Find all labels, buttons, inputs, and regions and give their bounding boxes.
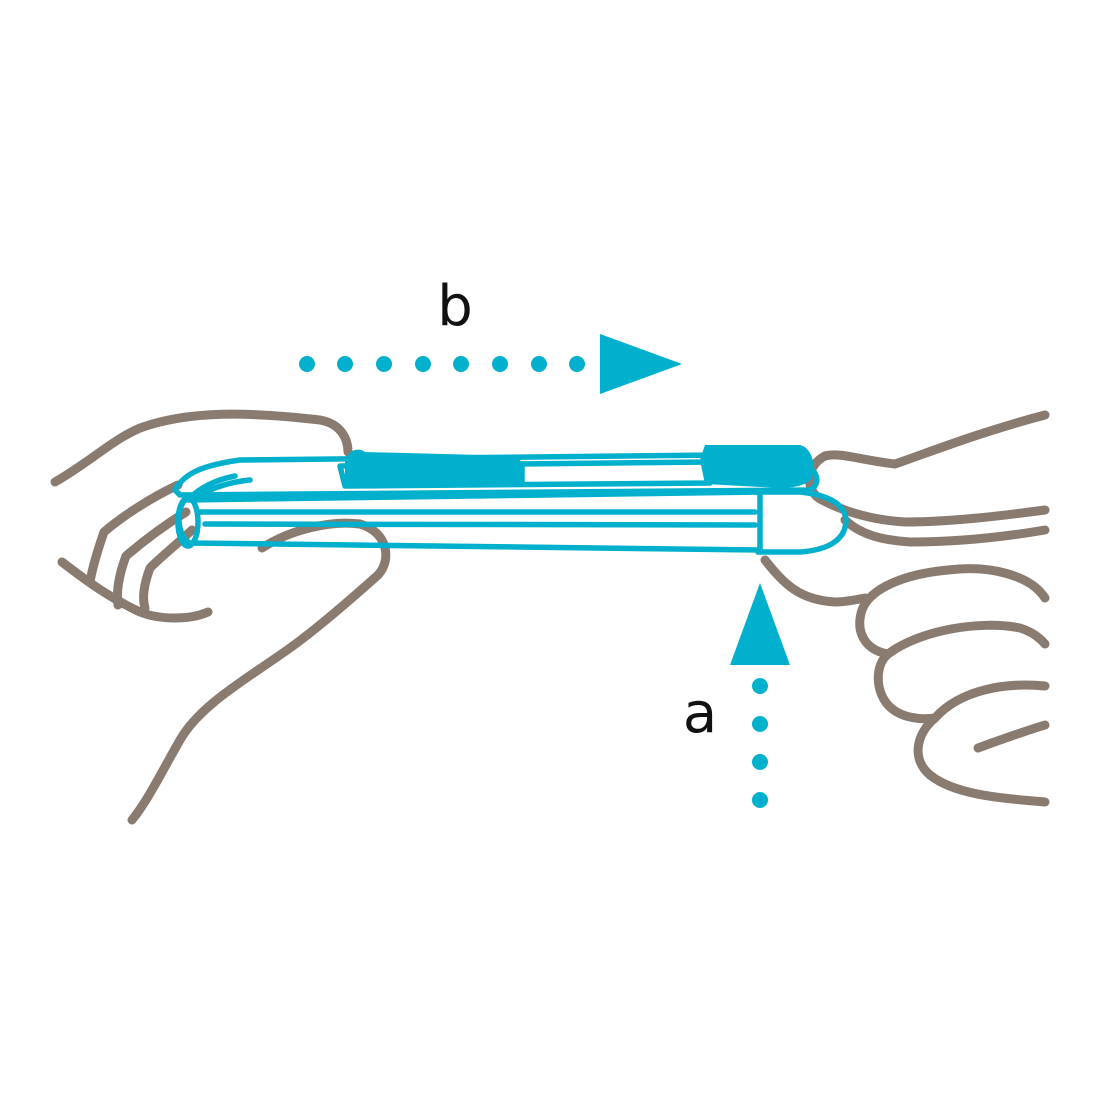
device-solid-parts xyxy=(345,445,814,488)
arrow-right-icon xyxy=(299,334,682,394)
right-middle-finger-top xyxy=(883,620,1050,659)
arrow-b-dot xyxy=(337,356,353,372)
arrow-b-dot xyxy=(453,356,469,372)
arrow-a-dot xyxy=(752,678,768,694)
arrow-b-head xyxy=(600,334,682,394)
device-barrel xyxy=(176,489,763,553)
right-thumb xyxy=(805,451,1050,527)
left-thumb xyxy=(127,518,391,825)
arrow-a-dot xyxy=(752,792,768,808)
right-hand xyxy=(760,410,1050,807)
arrow-a-dot xyxy=(752,754,768,770)
arrow-b-dot xyxy=(569,356,585,372)
right-fist-outline xyxy=(855,564,1050,659)
device-grip-right xyxy=(700,445,814,488)
device-barrel-line-2 xyxy=(202,521,758,528)
right-ring-finger xyxy=(913,713,1050,807)
right-wrist-line xyxy=(973,720,1050,753)
step-label-b: b xyxy=(437,274,473,339)
left-ring-finger xyxy=(139,525,197,613)
device-left-fold xyxy=(187,473,253,501)
arrow-b-dot xyxy=(492,356,508,372)
left-index-finger xyxy=(85,480,183,587)
arrow-a-head xyxy=(730,583,790,665)
left-middle-finger xyxy=(113,507,191,610)
right-ring-finger-top xyxy=(930,680,1050,723)
left-hand xyxy=(50,409,391,825)
step-label-a: a xyxy=(683,681,717,746)
right-index-finger xyxy=(760,555,870,607)
arrow-up-icon xyxy=(730,583,790,808)
left-palm-bottom xyxy=(57,557,213,623)
right-middle-finger xyxy=(873,649,940,724)
device-grip-left xyxy=(345,449,522,488)
right-hand-upper-outline xyxy=(820,410,1050,469)
right-hand-lower-outline xyxy=(840,515,1050,547)
arrow-b-dot xyxy=(376,356,392,372)
left-hand-back-outline xyxy=(50,409,353,487)
arrow-b-dot xyxy=(415,356,431,372)
arrow-b-dot xyxy=(299,356,315,372)
arrow-b-dot xyxy=(531,356,547,372)
device-right-collar xyxy=(752,489,849,555)
arrow-a-dot xyxy=(752,716,768,732)
